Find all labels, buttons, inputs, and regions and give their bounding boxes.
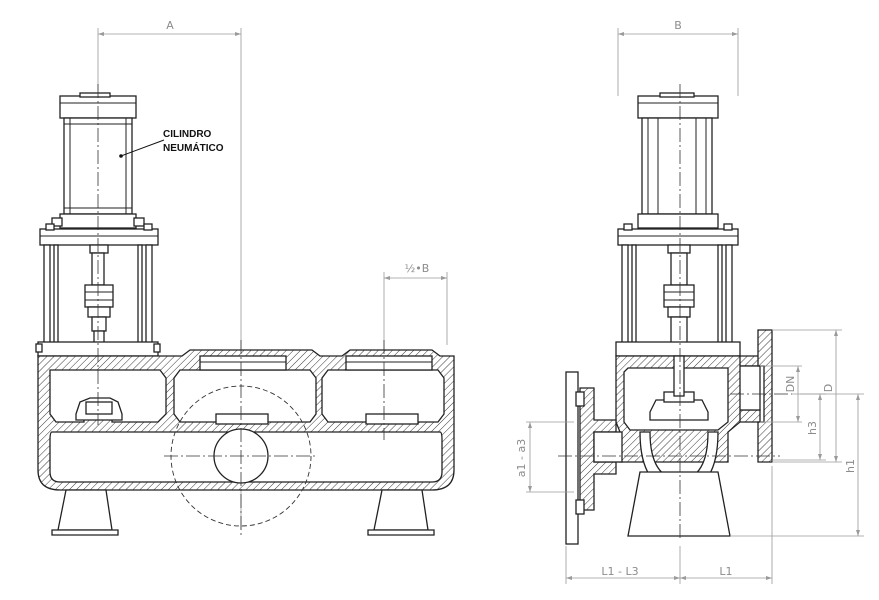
dimension-d-label: D	[822, 384, 835, 392]
dimension-dn-label: DN	[784, 376, 797, 393]
dimension-l1-label: L1	[719, 565, 732, 578]
dimension-l-lengths: L1 - L3 L1	[565, 466, 773, 584]
dimension-a1-a3: a1 - a3	[515, 421, 574, 493]
callout-line-1: CILINDRO	[163, 129, 212, 140]
dimension-b-label: B	[674, 19, 682, 32]
dimension-a1-a3-label: a1 - a3	[515, 439, 528, 477]
dimension-half-b-label: ½•B	[405, 262, 430, 275]
dimension-h1: h1	[730, 393, 864, 537]
dimension-h3: h3	[772, 393, 826, 461]
dimension-h1-label: h1	[844, 459, 857, 473]
side-view: B	[515, 19, 864, 584]
side-pneumatic-cylinder	[641, 117, 713, 215]
dimension-l1-l3-label: L1 - L3	[601, 565, 638, 578]
front-view: A ½•B	[35, 19, 455, 536]
dimension-a-label: A	[166, 19, 174, 32]
dimension-h3-label: h3	[806, 421, 819, 435]
dimension-b: B	[617, 19, 739, 96]
cylinder-callout: CILINDRO NEUMÁTICO	[119, 129, 224, 158]
callout-line-2: NEUMÁTICO	[163, 141, 224, 154]
